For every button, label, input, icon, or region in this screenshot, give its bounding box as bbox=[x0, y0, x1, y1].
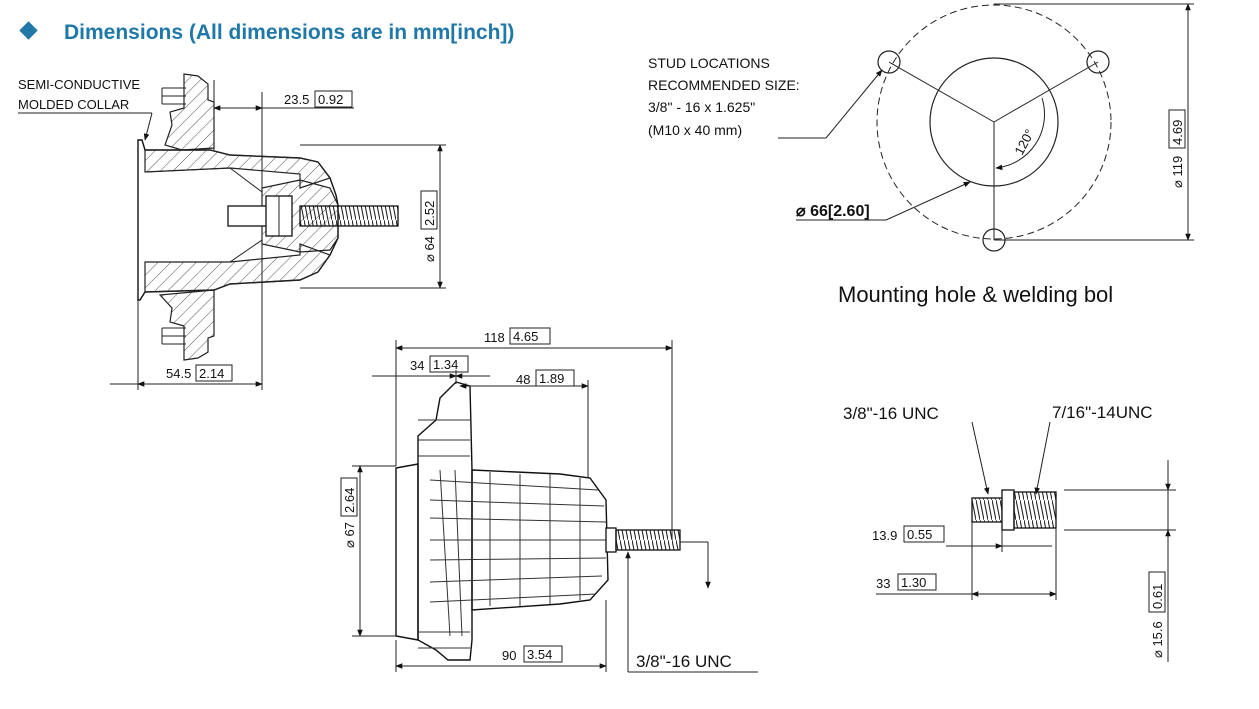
dim-48-mm: 48 bbox=[516, 372, 530, 387]
stud-detail-view: 3/8"-16 UNC 7/16"-14UNC 13.9 0.55 33 1.3… bbox=[843, 403, 1176, 662]
dim-118-in: 4.65 bbox=[513, 329, 538, 344]
dim-34-in: 1.34 bbox=[433, 357, 458, 372]
assembly-stud-hub bbox=[605, 527, 617, 553]
dim-dia-64-mm: ⌀ 64 bbox=[422, 236, 437, 262]
stud-label-2: RECOMMENDED SIZE: bbox=[648, 77, 800, 93]
bottom-flange-steps bbox=[161, 327, 186, 345]
side-section-view: SEMI-CONDUCTIVE MOLDED COLLAR 23.5 0.92 bbox=[18, 73, 446, 390]
dim-dia-15-6-mm: ⌀ 15.6 bbox=[1150, 621, 1165, 658]
stud-thread-a: 3/8"-16 UNC bbox=[843, 404, 939, 423]
assembly-stud-thread bbox=[615, 529, 681, 551]
assembly-fins bbox=[429, 469, 607, 637]
assembly-thread-label: 3/8"-16 UNC bbox=[636, 652, 732, 671]
page-title: Dimensions (All dimensions are in mm[inc… bbox=[64, 21, 514, 44]
dim-48-in: 1.89 bbox=[539, 371, 564, 386]
inner-cone bbox=[144, 167, 263, 263]
dim-23-5-in: 0.92 bbox=[318, 92, 343, 107]
dim-118-mm: 118 bbox=[484, 330, 505, 345]
stud-label-4: (M10 x 40 mm) bbox=[648, 122, 742, 138]
mounting-caption: Mounting hole & welding bol bbox=[838, 282, 1113, 307]
dim-33-in: 1.30 bbox=[901, 575, 926, 590]
dim-dia-15-6-in: 0.61 bbox=[1150, 584, 1165, 609]
dim-54-5-mm: 54.5 bbox=[166, 366, 191, 381]
assembly-body bbox=[471, 469, 609, 611]
assembly-flange bbox=[417, 381, 473, 661]
dim-23-5-mm: 23.5 bbox=[284, 92, 309, 107]
stud-thread-b: 7/16"-14UNC bbox=[1052, 403, 1153, 422]
dim-54-5-in: 2.14 bbox=[199, 366, 224, 381]
dim-90-in: 3.54 bbox=[527, 647, 552, 662]
assembly-collar bbox=[395, 463, 419, 641]
collar-label-line-1: SEMI-CONDUCTIVE bbox=[18, 77, 140, 92]
side-stud-thread bbox=[299, 205, 399, 227]
angle-arc bbox=[995, 97, 1045, 171]
bottom-flange bbox=[158, 289, 215, 361]
dim-90-mm: 90 bbox=[502, 648, 516, 663]
dim-13-9-mm: 13.9 bbox=[872, 528, 897, 543]
bolt-circle bbox=[876, 4, 1112, 240]
stud-large-thread bbox=[1013, 491, 1057, 529]
top-flange-steps bbox=[161, 87, 186, 105]
dia-66-label: ⌀ 66[2.60] bbox=[796, 203, 870, 220]
assembly-view: 118 4.65 34 1.34 48 1.89 ⌀ 67 2.64 90 3 bbox=[340, 327, 758, 673]
stud-hole-right bbox=[1086, 50, 1110, 74]
mounting-hole-view: 120° STUD LOCATIONS RECOMMENDED SIZE: 3/… bbox=[648, 3, 1194, 307]
dim-dia-64-in: 2.52 bbox=[422, 201, 437, 226]
dim-dia-67-in: 2.64 bbox=[342, 488, 357, 513]
dim-33-mm: 33 bbox=[876, 576, 890, 591]
diamond-icon bbox=[19, 21, 38, 40]
stud-label-3: 3/8" - 16 x 1.625" bbox=[648, 99, 755, 115]
stud-small-thread bbox=[971, 497, 1003, 523]
dim-dia-67-mm: ⌀ 67 bbox=[342, 522, 357, 548]
angle-label: 120° bbox=[1011, 127, 1037, 158]
header: Dimensions (All dimensions are in mm[inc… bbox=[19, 21, 514, 44]
stud-hole-left bbox=[877, 50, 901, 74]
collar-label-line-2: MOLDED COLLAR bbox=[18, 97, 129, 112]
collar-leader bbox=[143, 112, 153, 141]
dim-13-9-in: 0.55 bbox=[907, 527, 932, 542]
dim-dia-119-in: 4.69 bbox=[1170, 120, 1185, 145]
dim-34-mm: 34 bbox=[410, 358, 424, 373]
stud-collar bbox=[1001, 489, 1015, 531]
top-flange bbox=[164, 73, 215, 151]
stud-label-1: STUD LOCATIONS bbox=[648, 55, 770, 71]
dim-dia-119-mm: ⌀ 119 bbox=[1170, 156, 1185, 188]
body-lower-wall bbox=[144, 243, 331, 293]
